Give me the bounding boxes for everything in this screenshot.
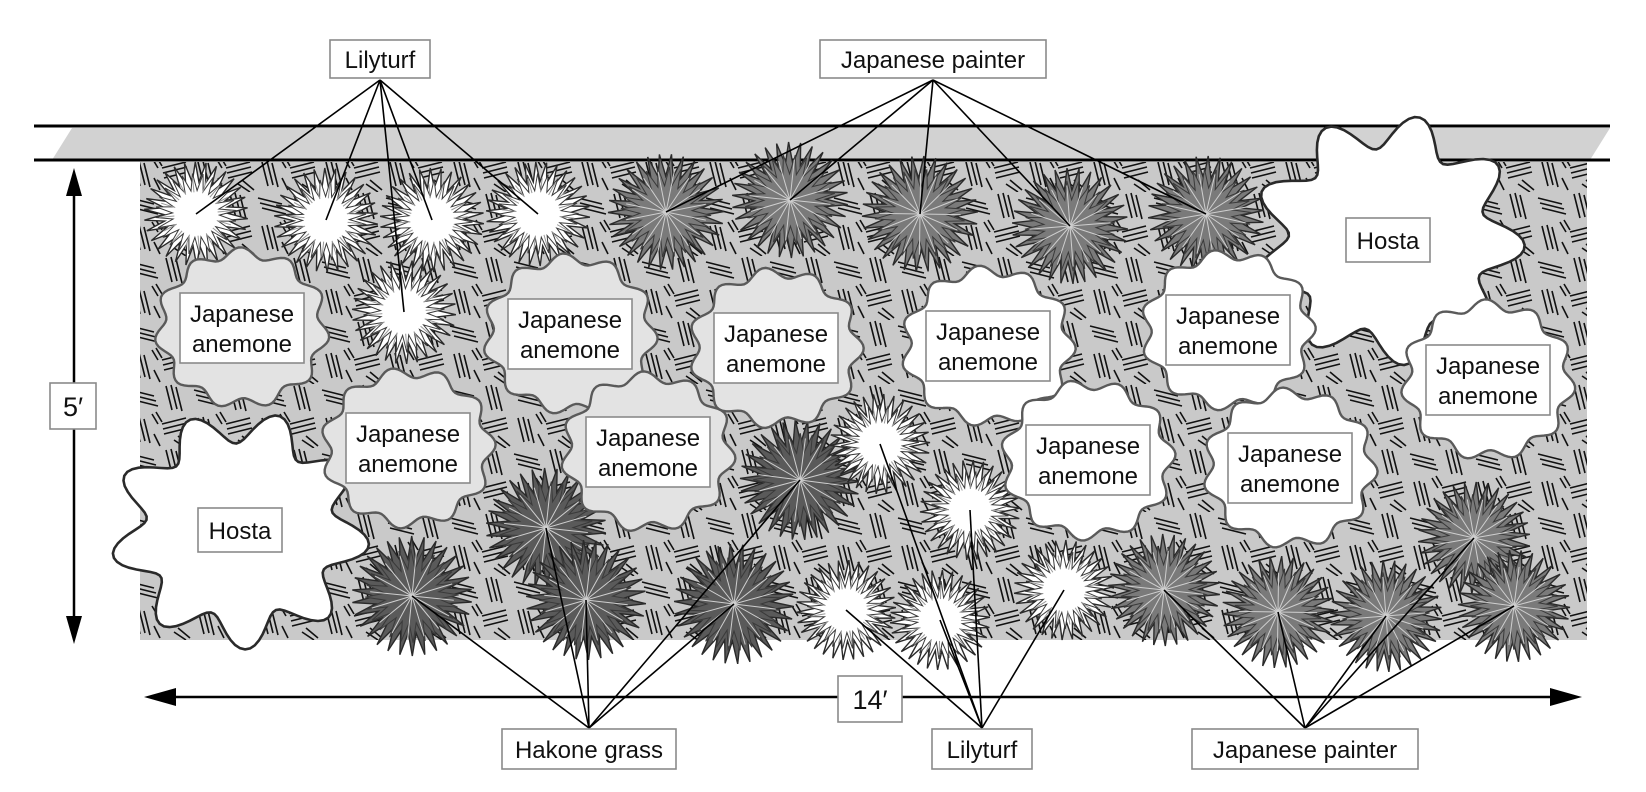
- callout-lilyturf-bottom: Lilyturf: [931, 728, 1033, 770]
- callout-lilyturf-top: Lilyturf: [329, 39, 431, 79]
- callout-lilyturf-bottom-text: Lilyturf: [947, 737, 1018, 764]
- anemone-label-line2: anemone: [598, 455, 698, 482]
- leader-lines: [195, 79, 1515, 729]
- japanese-anemone: Japanese anemone: [321, 367, 497, 530]
- anemone-label-line1: Japanese: [1436, 353, 1540, 380]
- hosta: Hosta: [1255, 115, 1526, 367]
- anemone-label-line2: anemone: [1438, 383, 1538, 410]
- callout-painter-top: Japanese painter: [819, 39, 1047, 79]
- anemone-label-line2: anemone: [1178, 333, 1278, 360]
- anemone-label-line2: anemone: [192, 331, 292, 358]
- japanese-anemone: Japanese anemone: [1400, 298, 1577, 460]
- depth-label: 5′: [63, 392, 83, 422]
- japanese-anemone: Japanese anemone: [560, 370, 737, 533]
- anemone-label-line1: Japanese: [1036, 433, 1140, 460]
- callout-hakone-text: Hakone grass: [515, 737, 663, 764]
- anemone-label-line2: anemone: [1240, 471, 1340, 498]
- depth-dimension: 5′: [49, 168, 97, 644]
- anemone-label-line1: Japanese: [596, 425, 700, 452]
- anemone-label-line1: Japanese: [724, 321, 828, 348]
- japanese-anemone: Japanese anemone: [1141, 249, 1317, 412]
- anemone-label-line1: Japanese: [1176, 303, 1280, 330]
- japanese-anemone: Japanese anemone: [901, 264, 1077, 427]
- width-dimension: 14′: [144, 675, 1582, 723]
- callout-painter-bottom-text: Japanese painter: [1213, 737, 1397, 764]
- callout-painter-bottom: Japanese painter: [1191, 728, 1419, 770]
- anemone-label-line2: anemone: [726, 351, 826, 378]
- anemone-label-line1: Japanese: [936, 319, 1040, 346]
- japanese-anemone: Japanese anemone: [154, 246, 331, 408]
- anemone-label-line2: anemone: [1038, 463, 1138, 490]
- callout-lilyturf-top-text: Lilyturf: [345, 47, 416, 74]
- hosta: Hosta: [111, 414, 371, 651]
- anemone-label-line1: Japanese: [190, 301, 294, 328]
- width-label: 14′: [852, 685, 887, 715]
- callout-hakone: Hakone grass: [501, 728, 677, 770]
- hosta-label: Hosta: [1357, 228, 1420, 255]
- anemone-label-line2: anemone: [938, 349, 1038, 376]
- anemone-label-line1: Japanese: [518, 307, 622, 334]
- japanese-anemone: Japanese anemone: [690, 266, 865, 430]
- anemone-label-line2: anemone: [520, 337, 620, 364]
- anemone-label-line1: Japanese: [1238, 441, 1342, 468]
- anemone-label-line1: Japanese: [356, 421, 460, 448]
- hosta-label: Hosta: [209, 518, 272, 545]
- japanese-anemone: Japanese anemone: [1203, 386, 1379, 549]
- anemone-label-line2: anemone: [358, 451, 458, 478]
- garden-path: [34, 124, 1610, 162]
- callout-painter-top-text: Japanese painter: [841, 47, 1025, 74]
- japanese-anemone: Japanese anemone: [1000, 379, 1177, 542]
- japanese-anemone: Japanese anemone: [482, 252, 659, 415]
